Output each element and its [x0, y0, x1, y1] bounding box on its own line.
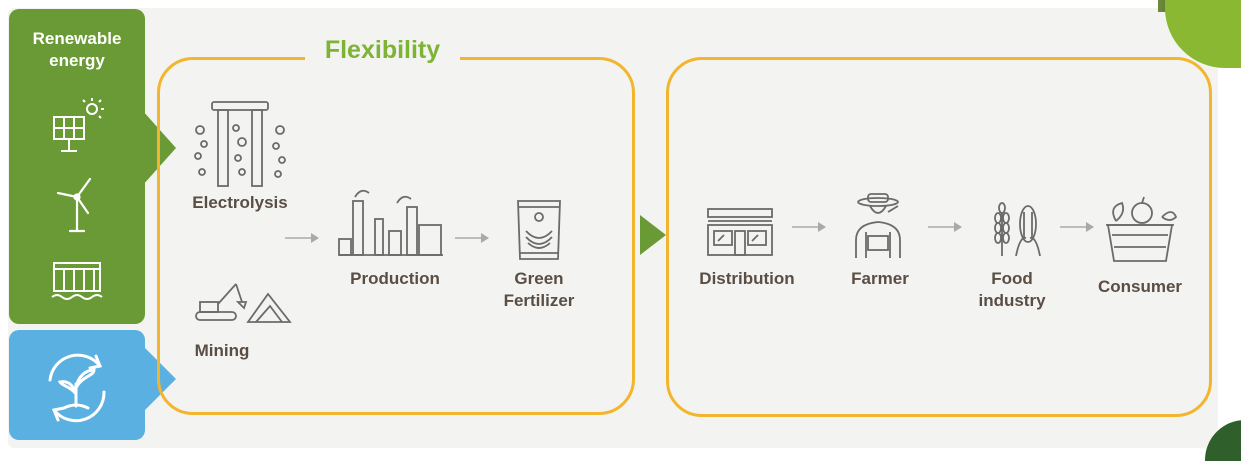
food-industry-label: Food industry: [978, 269, 1046, 310]
renewable-energy-box: [9, 9, 145, 324]
wind-turbine-icon: [56, 177, 92, 233]
flow-arrow: [928, 222, 962, 232]
electrolysis-icon: [194, 101, 286, 187]
flexibility-label-background: [305, 38, 460, 74]
green-fertilizer-label: Green Fertilizer: [503, 269, 575, 310]
flow-arrow: [455, 233, 489, 243]
hydro-dam-icon: [51, 262, 103, 300]
mining-label: Mining: [194, 341, 250, 360]
grain-corn-icon: [994, 202, 1041, 257]
farmer-icon: [855, 193, 901, 258]
mining-icon: [195, 283, 292, 323]
production-label: Production: [350, 269, 440, 288]
production-factory-icon: [338, 189, 443, 256]
flow-arrow: [285, 233, 319, 243]
farmer-label: Farmer: [851, 269, 909, 288]
value-chain-box: [666, 57, 1212, 417]
solar-panel-icon: [53, 98, 104, 152]
fertilizer-bag-icon: [517, 200, 561, 260]
distribution-label: Distribution: [699, 269, 795, 288]
electrolysis-label: Electrolysis: [192, 193, 288, 212]
flow-arrow: [792, 222, 826, 232]
circular-plant-icon: [48, 353, 106, 423]
flexibility-to-chain-arrow: [640, 215, 666, 255]
flow-arrow: [1060, 222, 1094, 232]
consumer-basket-icon: [1106, 196, 1178, 262]
renewable-energy-title: Renewable energy: [32, 29, 122, 70]
store-icon: [707, 208, 773, 256]
consumer-label: Consumer: [1097, 277, 1183, 296]
flexibility-title: Flexibility: [324, 36, 441, 64]
